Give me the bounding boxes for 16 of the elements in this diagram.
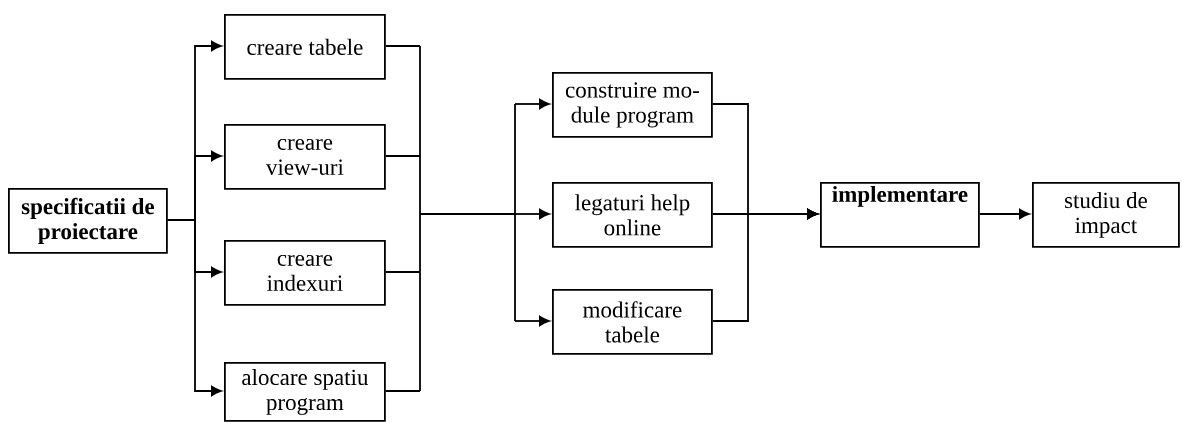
process-box: studiu de impact [1032,182,1180,248]
process-box: legaturi help online [552,182,713,248]
process-box: creare indexuri [224,240,386,306]
arrow [711,208,818,322]
process-box: alocare spatiu program [224,362,386,422]
process-box: implementare [820,182,980,248]
process-box: specificatii de proiectare [8,188,168,254]
process-box: modificare tabele [552,289,713,355]
arrow [166,219,222,397]
arrow [514,315,550,327]
process-box: creare view-uri [224,124,386,190]
arrow [514,98,550,110]
process-box: construire mo- dule program [552,72,713,138]
process-box: creare tabele [224,14,386,80]
arrow [514,208,550,220]
arrow [978,208,1030,220]
